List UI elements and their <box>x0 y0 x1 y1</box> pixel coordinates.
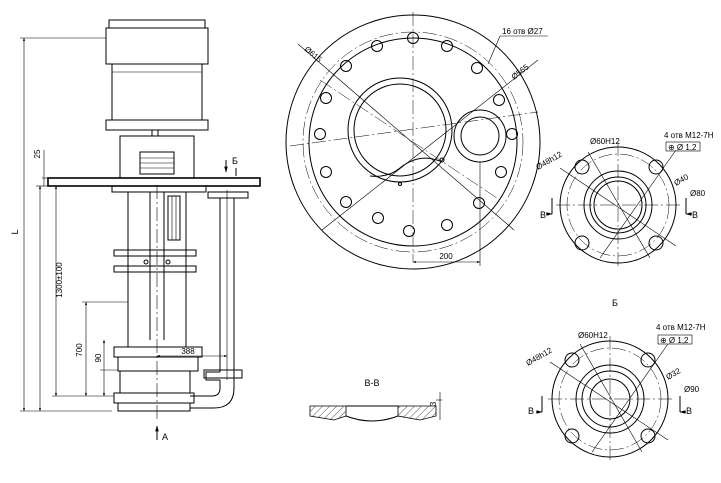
bolt-hole <box>314 128 326 140</box>
motor-body <box>111 63 203 121</box>
dim-90: 90 <box>94 353 103 362</box>
b2-dia90: Ø90 <box>684 385 700 394</box>
bolt-hole <box>340 196 352 208</box>
suction-bottom <box>113 392 195 404</box>
b1-hole <box>648 235 664 251</box>
dim-L: L <box>10 229 20 234</box>
discharge-bend <box>190 371 235 409</box>
bolt-hole <box>340 60 352 72</box>
bolt-hole <box>495 166 507 178</box>
bolt-hole <box>493 94 505 106</box>
motor-flange <box>105 119 209 131</box>
bolt-hole <box>320 166 332 178</box>
b1-tolerance: ⊕ Ø 1,2 <box>668 143 697 152</box>
b1-dia40: Ø40 <box>673 172 691 188</box>
b2-dia48: Ø48h12 <box>525 345 555 367</box>
motor-terminal-box <box>108 19 206 29</box>
b2-dia60: Ø60H12 <box>578 331 608 340</box>
holes-note: 16 отв Ø27 <box>502 27 543 36</box>
central-opening <box>347 77 453 183</box>
discharge-pipe-flange-top <box>207 191 249 199</box>
b1-dia48: Ø48h12 <box>535 149 565 171</box>
b2-holes: 4 отв М12-7Н <box>656 323 706 332</box>
cover-plate <box>47 177 261 187</box>
lantern-bracket <box>119 135 195 179</box>
dim-700: 700 <box>75 343 84 357</box>
arrow-b-label: Б <box>232 156 238 166</box>
bolt-hole <box>320 92 332 104</box>
b2-b-left: В <box>528 406 534 416</box>
top-view-flange: Ø615 16 отв Ø27 Ø565 200 <box>285 12 548 270</box>
b2-dia32: Ø32 <box>665 366 683 382</box>
dim-200: 200 <box>439 252 453 261</box>
pump-casing <box>117 356 199 372</box>
bolt-hole <box>371 40 383 52</box>
dim-1300: 1300±100 <box>55 262 64 298</box>
section-vv: В-В 3 <box>309 378 442 422</box>
dim-615: Ø615 <box>303 45 324 65</box>
b1-b-left: В <box>540 210 546 220</box>
arrow-a-label: A <box>162 432 168 442</box>
b2-b-right: В <box>686 406 692 416</box>
pump-side-view <box>47 19 261 420</box>
bearing-support-lower <box>113 265 197 273</box>
bolt-hole <box>441 40 453 52</box>
dim-3: 3 <box>429 401 438 406</box>
b2-hole <box>640 428 656 444</box>
bolt-hole <box>403 225 415 237</box>
side-view-dimensions: L 25 1300±100 700 90 388 A Б <box>10 37 238 442</box>
b1-hole <box>648 159 664 175</box>
pump-volute <box>119 370 191 394</box>
section-left-hatch <box>309 405 347 421</box>
dim-565: Ø565 <box>510 62 531 81</box>
dim-388: 388 <box>181 347 195 356</box>
bolt-hole <box>441 219 453 231</box>
discharge-opening <box>453 109 507 163</box>
section-right-hatch <box>397 405 437 421</box>
b1-b-right: В <box>692 210 698 220</box>
bolt-hole <box>473 197 485 209</box>
view-b-caption: Б <box>612 298 618 308</box>
bolt-hole <box>506 128 518 140</box>
b2-hole <box>564 352 580 368</box>
b1-hole <box>574 235 590 251</box>
bolt-hole <box>471 62 483 74</box>
b2-hole <box>640 352 656 368</box>
b1-hole <box>574 159 590 175</box>
b2-hole <box>564 428 580 444</box>
dim-25: 25 <box>33 149 42 158</box>
b1-dia60: Ø60H12 <box>590 137 620 146</box>
b2-tolerance: ⊕ Ø 1,2 <box>660 336 689 345</box>
bearing-support-upper <box>113 249 197 257</box>
motor-top-cap <box>105 27 209 65</box>
view-b-upper: Ø60H12 4 отв М12-7Н ⊕ Ø 1,2 Ø48h12 Ø40 Ø… <box>535 131 714 266</box>
bolt-hole <box>372 212 384 224</box>
view-b-lower: Ø60H12 4 отв М12-7Н ⊕ Ø 1,2 Ø48h12 Ø32 Ø… <box>525 323 706 460</box>
b1-holes: 4 отв М12-7Н <box>664 131 714 140</box>
b1-dia80: Ø80 <box>690 189 706 198</box>
section-vv-title: В-В <box>364 378 379 388</box>
